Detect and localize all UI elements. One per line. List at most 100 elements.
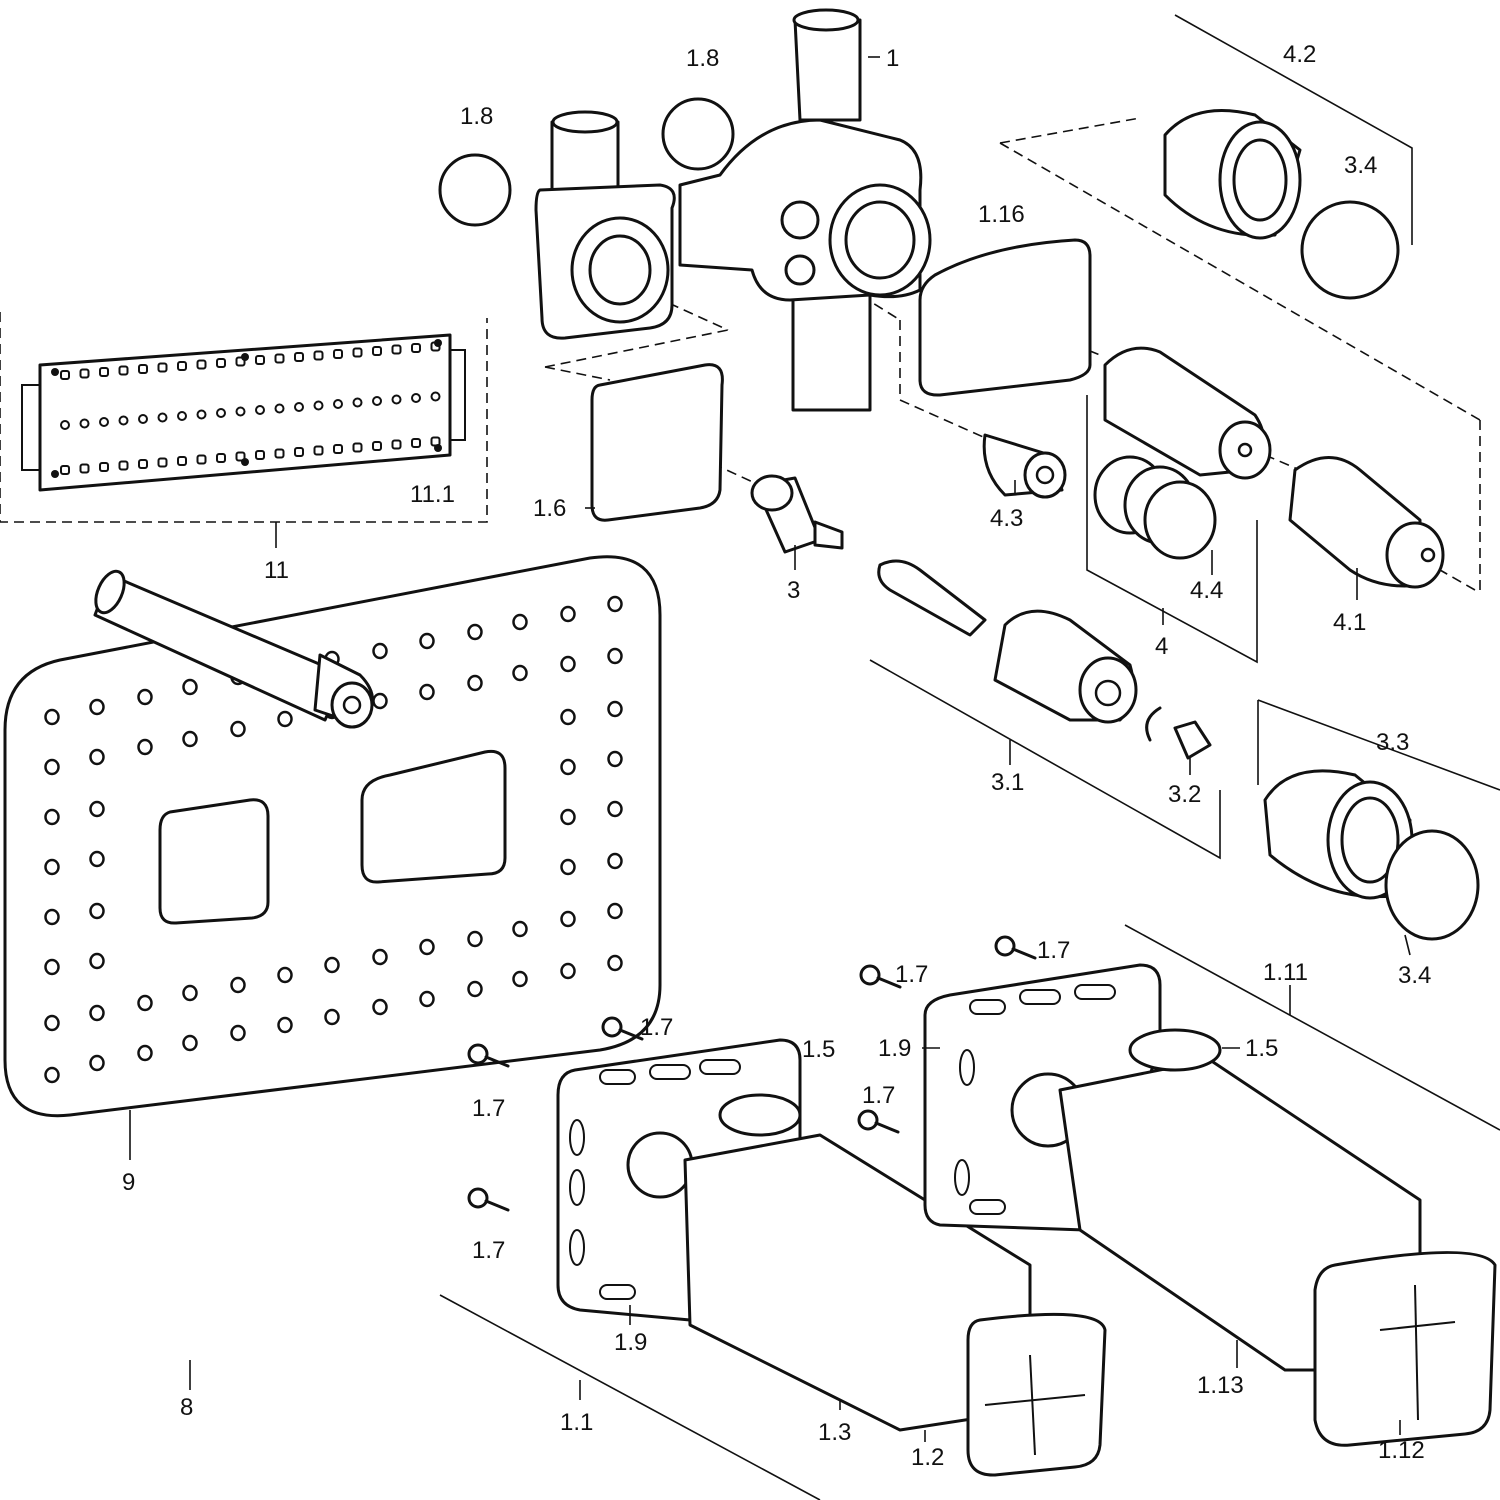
plate-hole — [277, 1016, 293, 1034]
plate-hole — [230, 720, 246, 738]
plate-hole — [512, 920, 528, 938]
screw-head — [467, 1043, 489, 1065]
label-1: 1 — [886, 45, 899, 72]
part-3-1-sleeve — [877, 559, 1138, 724]
rail-slot — [60, 370, 70, 380]
rail-slot — [177, 456, 187, 466]
screw-shank — [876, 976, 902, 989]
rail-slot — [274, 448, 285, 459]
plate-hole — [89, 1004, 105, 1022]
rail-slot — [352, 347, 363, 358]
plate-hole — [560, 910, 576, 928]
rail-slot — [255, 450, 265, 460]
plate-hole — [607, 595, 623, 613]
rail-slot — [352, 442, 363, 453]
rail-slot — [99, 462, 109, 472]
rail-slot — [138, 364, 148, 374]
plate-hole — [419, 990, 435, 1008]
plate-hole — [44, 708, 60, 726]
frame-slot — [569, 1169, 585, 1206]
plate-hole — [372, 948, 388, 966]
plate-hole — [44, 758, 60, 776]
frame-slot — [569, 1229, 585, 1266]
plate-hole — [372, 642, 388, 660]
plate-hole — [560, 605, 576, 623]
plate-hole — [89, 748, 105, 766]
label-3-1: 3.1 — [991, 769, 1024, 796]
rail-hole — [60, 420, 70, 430]
rail-hole — [274, 403, 285, 414]
plate-hole — [419, 938, 435, 956]
part-8-extension — [93, 569, 374, 729]
plate-hole — [467, 623, 483, 641]
screw-shank — [618, 1028, 644, 1041]
label-11-1: 11.1 — [410, 481, 455, 508]
label-11: 11 — [264, 557, 289, 584]
rail-slot — [177, 361, 187, 371]
rail-rivet — [241, 353, 249, 361]
rail-slot — [118, 365, 129, 376]
plate-hole — [607, 700, 623, 718]
plate-hole — [230, 976, 246, 994]
rail-hole — [216, 408, 226, 418]
plate-hole — [467, 930, 483, 948]
part-1-valve-body — [534, 8, 932, 412]
label-1-8-right: 1.8 — [686, 45, 719, 72]
part-1-8-ring-right — [661, 97, 735, 171]
rail-hole — [294, 402, 304, 412]
label-1-1: 1.1 — [560, 1409, 593, 1436]
part-3-2-retainer — [1145, 706, 1212, 760]
plate-hole — [277, 966, 293, 984]
label-1-7-e: 1.7 — [472, 1095, 505, 1122]
rail-rivet — [434, 444, 442, 452]
part-4-cartridge — [1103, 346, 1272, 480]
rail-slot — [138, 459, 148, 469]
label-1-11: 1.11 — [1263, 959, 1308, 986]
rail-slot — [411, 343, 421, 353]
label-1-8-left: 1.8 — [460, 103, 493, 130]
label-4-4: 4.4 — [1190, 577, 1223, 604]
rail-rivet — [51, 368, 59, 376]
rail-hole — [79, 418, 90, 429]
rail-hole — [313, 400, 324, 411]
rail-rivet — [434, 339, 442, 347]
label-1-12: 1.12 — [1378, 1437, 1425, 1464]
screw-shank — [484, 1055, 510, 1068]
plate-hole — [560, 708, 576, 726]
label-1-16: 1.16 — [978, 201, 1025, 228]
plate-hole — [137, 1044, 153, 1062]
label-3: 3 — [787, 577, 800, 604]
plate-hole — [560, 962, 576, 980]
plate-hole — [607, 800, 623, 818]
plate-hole — [324, 1008, 340, 1026]
rail-hole — [352, 397, 363, 408]
plate-hole — [89, 800, 105, 818]
screw-head — [994, 935, 1016, 957]
plate-hole — [182, 678, 198, 696]
part-4-2-sleeve — [1163, 109, 1302, 240]
frame-slot — [1019, 989, 1061, 1005]
rail-rivet — [241, 458, 249, 466]
rail-slot — [235, 356, 246, 367]
label-1-2: 1.2 — [911, 1444, 944, 1471]
rail-hole — [372, 396, 382, 406]
rail-slot — [391, 344, 402, 355]
label-1-9-right: 1.9 — [878, 1035, 911, 1062]
plate-hole — [512, 664, 528, 682]
screw-shank — [484, 1199, 510, 1212]
rail-slot — [157, 457, 168, 468]
rail-slot — [255, 355, 265, 365]
rail-hole — [235, 406, 246, 417]
rail-slot — [313, 350, 324, 361]
frame-slot — [959, 1049, 975, 1086]
plate-hole — [137, 688, 153, 706]
plate-hole — [419, 683, 435, 701]
plate-hole — [44, 858, 60, 876]
part-3-4-ring-upper — [1300, 200, 1400, 300]
frame-slot — [599, 1284, 636, 1300]
rail-slot — [99, 367, 109, 377]
label-1-6: 1.6 — [533, 495, 566, 522]
label-3-4-upper: 3.4 — [1344, 152, 1377, 179]
part-3-cartridge — [750, 474, 844, 554]
rail-slot — [118, 460, 129, 471]
